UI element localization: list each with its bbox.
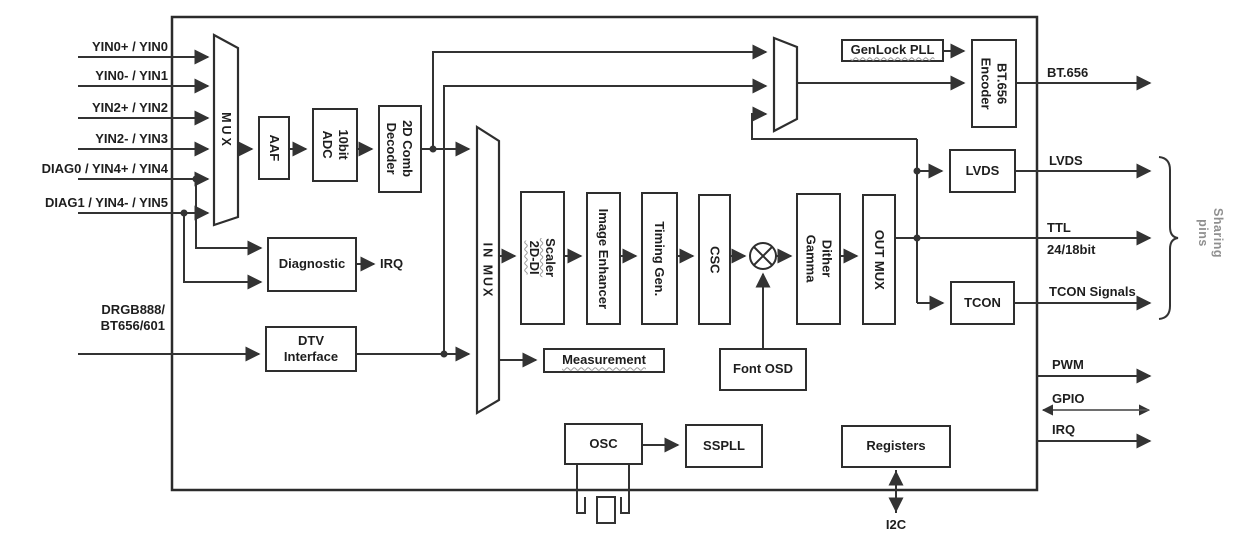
block-dither-gamma-label: Dither Gamma	[803, 235, 835, 283]
block-image-enhancer: Image Enhancer	[586, 192, 621, 325]
block-image-enhancer-label: Image Enhancer	[596, 208, 612, 309]
input-label-diag1: DIAG1 / YIN4- / YIN5	[44, 195, 168, 210]
block-csc-label: CSC	[707, 245, 723, 274]
block-sspll: SSPLL	[685, 424, 763, 468]
block-tcon: TCON	[950, 281, 1015, 325]
block-dither-gamma: Dither Gamma	[796, 193, 841, 325]
block-aaf: AAF	[258, 116, 290, 180]
signal-lines	[78, 43, 1152, 513]
sharing-pins-note: Sharing pins	[1182, 200, 1238, 266]
input-mux-trapezoid	[212, 33, 240, 227]
block-dtv-interface-label: DTV Interface	[283, 332, 339, 364]
block-scaler-2d-di: Scaler 2D-DI	[520, 191, 565, 325]
block-diagnostic-label: Diagnostic	[278, 256, 346, 272]
block-registers: Registers	[841, 425, 951, 468]
block-aaf-label: AAF	[266, 134, 282, 162]
block-bt656-encoder-label: BT.656 Encoder	[979, 57, 1010, 110]
in-mux-trapezoid	[475, 124, 501, 415]
block-genlock-pll: GenLock PLL	[841, 39, 944, 62]
block-input-mux: MUX	[210, 35, 240, 225]
crystal-symbol	[576, 464, 630, 524]
block-osc-label: OSC	[589, 435, 618, 451]
block-registers-label: Registers	[866, 438, 926, 454]
sharing-pins-brace	[1158, 156, 1179, 320]
block-dtv-interface: DTV Interface	[265, 326, 357, 372]
block-in-mux: IN MUX	[473, 127, 501, 413]
chip-boundary-rect	[170, 15, 1039, 492]
block-2d-comb-decoder-label: 2D Comb Decoder	[385, 120, 416, 178]
block-adc-label: 10bit ADC	[320, 129, 351, 161]
output-label-bt656: BT.656	[1047, 65, 1089, 80]
block-lvds-label: LVDS	[965, 162, 1000, 178]
block-osc: OSC	[564, 423, 643, 465]
output-label-tcon-signals: TCON Signals	[1049, 284, 1136, 299]
output-label-ttl-bits: 24/18bit	[1047, 242, 1096, 257]
block-sspll-label: SSPLL	[703, 437, 745, 453]
block-adc: 10bit ADC	[312, 108, 358, 182]
block-out-mux: OUT MUX	[862, 194, 896, 325]
output-label-lvds: LVDS	[1049, 153, 1083, 168]
input-label-yin0-minus: YIN0- / YIN1	[95, 68, 168, 83]
block-font-osd: Font OSD	[719, 348, 807, 391]
output-label-pwm: PWM	[1052, 357, 1084, 372]
input-label-yin0-plus: YIN0+ / YIN0	[92, 39, 168, 54]
block-lvds: LVDS	[949, 149, 1016, 193]
block-timing-gen: Timing Gen.	[641, 192, 678, 325]
sharing-pins-label: Sharing pins	[1195, 207, 1225, 259]
output-label-diag-irq: IRQ	[380, 256, 404, 271]
block-bt656-encoder: BT.656 Encoder	[971, 39, 1017, 128]
input-label-yin2-plus: YIN2+ / YIN2	[92, 100, 168, 115]
block-genlock-pll-label: GenLock PLL	[850, 42, 935, 58]
block-scaler-label: Scaler 2D-DI	[527, 238, 559, 278]
output-label-gpio: GPIO	[1052, 391, 1085, 406]
block-measurement-label: Measurement	[562, 352, 646, 368]
block-diagnostic: Diagnostic	[267, 237, 357, 292]
junction-dots	[180, 145, 921, 358]
input-label-yin2-minus: YIN2- / YIN3	[95, 131, 168, 146]
input-label-diag0: DIAG0 / YIN4+ / YIN4	[41, 161, 168, 176]
input-label-drgb: DRGB888/ BT656/601	[100, 302, 165, 334]
block-2d-comb-decoder: 2D Comb Decoder	[378, 105, 422, 193]
block-timing-gen-label: Timing Gen.	[652, 221, 668, 296]
output-label-i2c: I2C	[885, 517, 907, 532]
block-font-osd-label: Font OSD	[733, 361, 793, 377]
output-label-ttl: TTL	[1047, 220, 1071, 235]
output-mux-trapezoid	[772, 36, 799, 133]
block-out-mux-label: OUT MUX	[871, 229, 887, 290]
multiplier-node	[749, 242, 777, 270]
block-csc: CSC	[698, 194, 731, 325]
block-measurement: Measurement	[543, 348, 665, 373]
block-input-mux-label: MUX	[218, 111, 233, 149]
output-label-irq: IRQ	[1052, 422, 1076, 437]
block-in-mux-label: IN MUX	[480, 242, 495, 298]
block-tcon-label: TCON	[964, 294, 1001, 310]
